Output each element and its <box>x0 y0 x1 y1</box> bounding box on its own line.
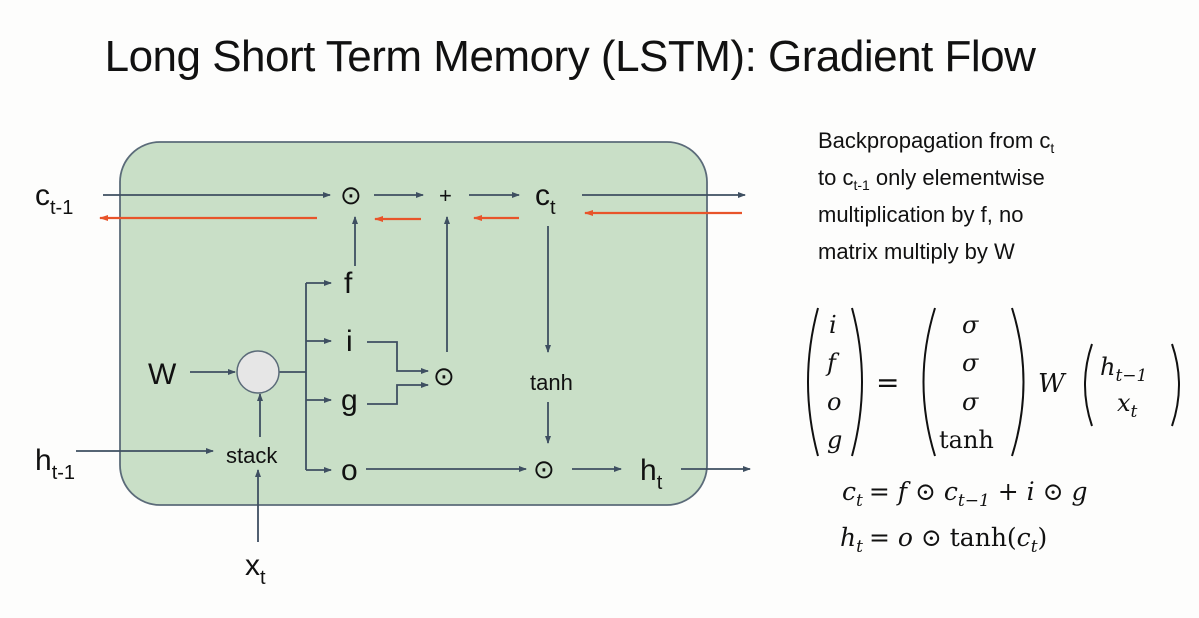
eq-weight: W <box>1038 369 1067 399</box>
act-sigma-2: σ <box>962 349 979 377</box>
label-h-prev: ht-1 <box>35 444 75 484</box>
label-tanh: tanh <box>530 370 573 395</box>
lstm-cell-box <box>119 141 708 506</box>
input-h-prev: ht−1 <box>1100 353 1147 386</box>
lhs-left-paren <box>807 307 819 457</box>
cell-update-equation: ct= f ⊙ ct−1 + i ⊙ g <box>842 477 1088 511</box>
label-c-t: ct <box>535 179 556 219</box>
arrow-i-to-input-mult <box>367 341 429 374</box>
label-h-t: ht <box>640 454 663 494</box>
gate-g: g <box>341 384 358 417</box>
hidden-update-equation: ht= o ⊙ tanh(ct) <box>840 523 1047 557</box>
gate-o: o <box>341 454 358 487</box>
annotation-line-1: Backpropagation from ct <box>818 128 1055 156</box>
lhs-i: i <box>829 311 837 339</box>
lhs-o: o <box>827 388 841 416</box>
matmul-node <box>236 350 280 394</box>
equals-sign: = <box>876 366 899 399</box>
op-input-mult: ⊙ <box>433 361 455 391</box>
input-x: xt <box>1117 389 1138 422</box>
op-plus: + <box>439 183 452 208</box>
annotation-line-4: matrix multiply by W <box>818 239 1015 264</box>
slide-title: Long Short Term Memory (LSTM): Gradient … <box>104 32 1036 81</box>
input-left-paren <box>1084 343 1093 427</box>
op-output-mult: ⊙ <box>533 454 555 484</box>
gradient-annotation: Backpropagation from ct to ct-1 only ele… <box>818 122 1054 270</box>
act-sigma-1: σ <box>962 311 979 339</box>
label-x: xt <box>245 549 266 589</box>
input-right-paren <box>1171 343 1180 427</box>
gate-equation: i f o g = σ σ σ tanh W ht−1 xt <box>807 307 1180 457</box>
label-weight: W <box>148 358 177 391</box>
act-left-paren <box>922 307 936 457</box>
arrow-g-to-input-mult <box>367 382 429 405</box>
act-tanh: tanh <box>939 426 994 454</box>
label-c-prev: ct-1 <box>35 179 73 219</box>
lhs-right-paren <box>851 307 863 457</box>
annotation-line-2: to ct-1 only elementwise <box>818 165 1045 193</box>
label-stack: stack <box>226 443 278 468</box>
lhs-f: f <box>825 349 840 377</box>
gate-f: f <box>344 267 353 300</box>
act-right-paren <box>1011 307 1025 457</box>
lhs-g: g <box>827 426 842 454</box>
gate-i: i <box>346 325 353 358</box>
annotation-line-3: multiplication by f, no <box>818 202 1024 227</box>
act-sigma-3: σ <box>962 388 979 416</box>
op-forget-mult: ⊙ <box>340 180 362 210</box>
